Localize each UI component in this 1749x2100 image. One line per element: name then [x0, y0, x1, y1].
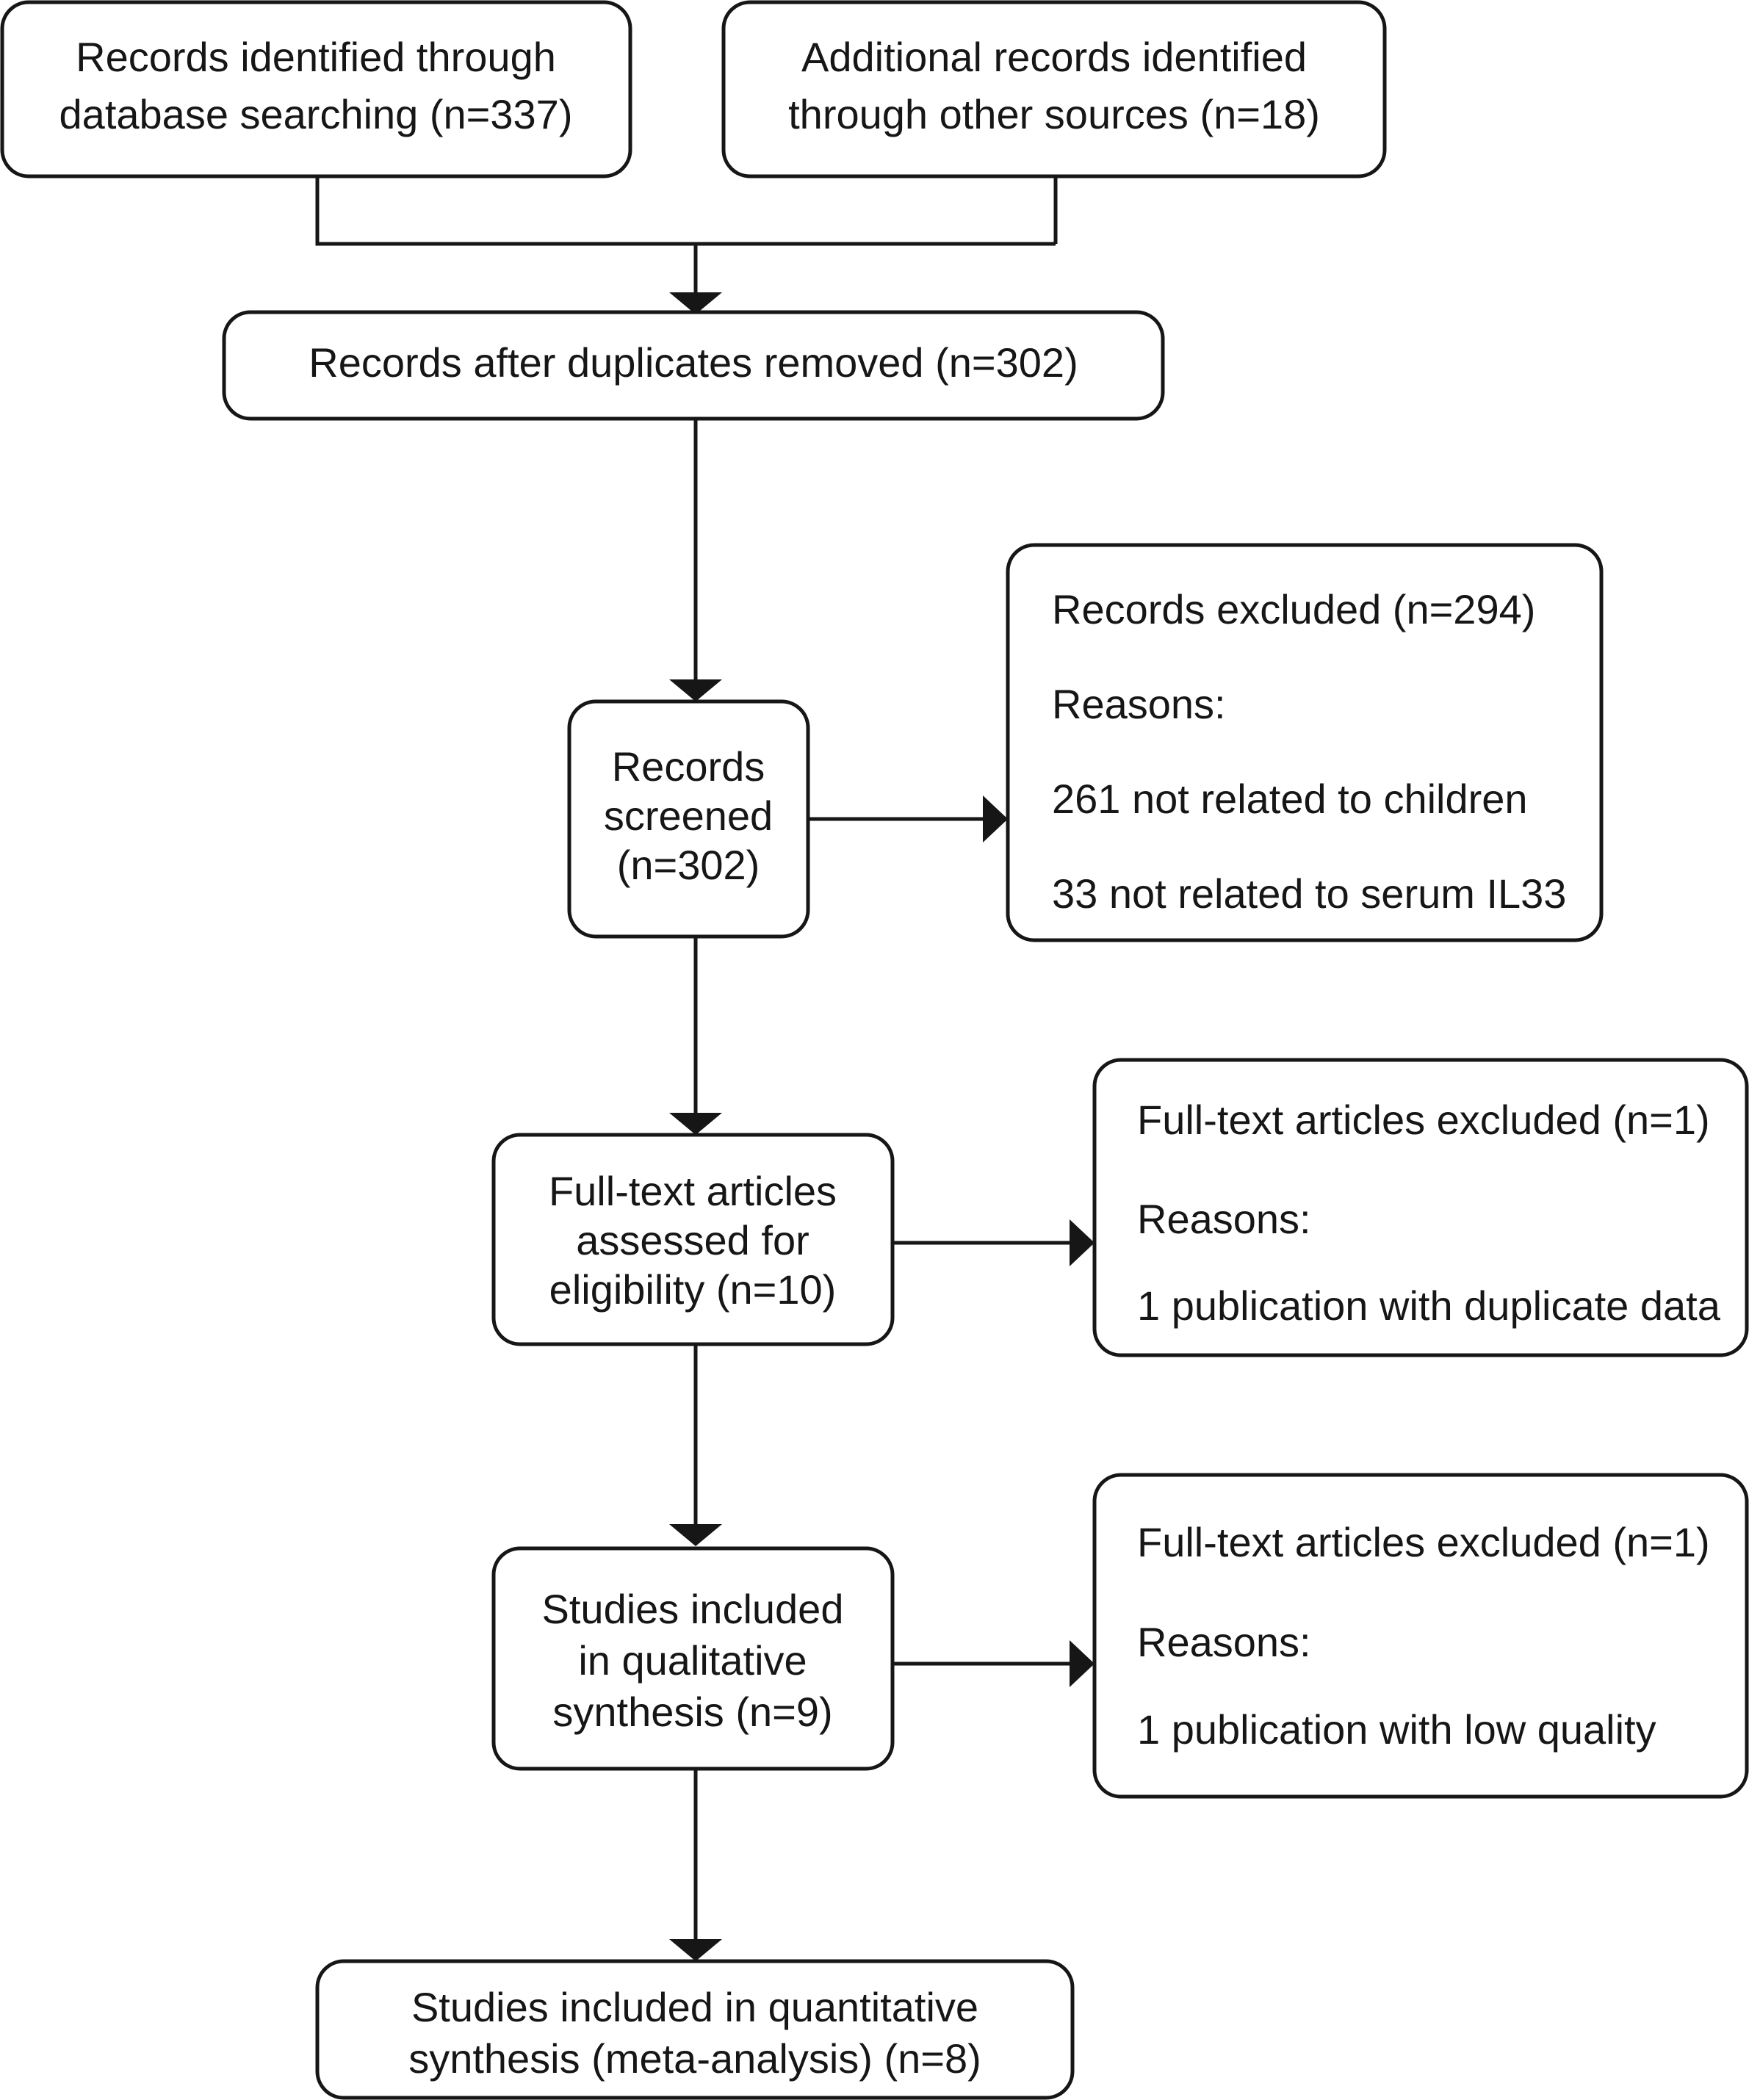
records-screened-line1: Records: [612, 743, 765, 790]
full-text-articles-assessed-line3: eligibility (n=10): [549, 1266, 837, 1313]
studies-included-quantitative-line2: synthesis (meta-analysis) (n=8): [408, 2035, 981, 2082]
records-excluded-line2: Reasons:: [1052, 681, 1226, 727]
node-studies-included-qualitative[interactable]: Studies included in qualitative synthesi…: [491, 1546, 895, 1771]
full-text-excluded-duplicate-line3: 1 publication with duplicate data: [1137, 1282, 1721, 1329]
records-screened-box[interactable]: [567, 699, 810, 939]
studies-included-qualitative-box[interactable]: [491, 1546, 895, 1771]
node-records-identified-database[interactable]: Records identified through database sear…: [0, 0, 632, 178]
records-excluded-box[interactable]: [1006, 543, 1604, 942]
arrowhead-to-fulltext-assessed: [669, 1113, 722, 1135]
full-text-articles-assessed-line2: assessed for: [576, 1217, 809, 1263]
records-identified-database-line2: database searching (n=337): [59, 91, 573, 137]
full-text-excluded-quality-line1: Full-text articles excluded (n=1): [1137, 1519, 1710, 1565]
connector-identified-database-to-merge: [315, 176, 1056, 246]
connector-layer: [315, 176, 1095, 1961]
arrowhead-to-screened: [669, 679, 722, 701]
records-after-duplicates-removed-line1: Records after duplicates removed (n=302): [309, 339, 1078, 386]
records-after-duplicates-removed-box[interactable]: [222, 310, 1165, 421]
records-identified-database-line1: Records identified through: [76, 34, 556, 80]
node-records-screened[interactable]: Records screened (n=302): [567, 699, 810, 939]
node-full-text-articles-assessed[interactable]: Full-text articles assessed for eligibil…: [491, 1133, 895, 1346]
arrowhead-to-quantitative: [669, 1939, 722, 1961]
node-records-identified-other[interactable]: Additional records identified through ot…: [721, 0, 1387, 178]
full-text-excluded-duplicate-line2: Reasons:: [1137, 1196, 1311, 1242]
arrowhead-to-excluded-duplicate: [1070, 1219, 1095, 1266]
full-text-excluded-quality-line2: Reasons:: [1137, 1619, 1311, 1665]
arrowhead-to-qualitative: [669, 1524, 722, 1546]
records-excluded-line3: 261 not related to children: [1052, 776, 1528, 822]
full-text-excluded-duplicate-line1: Full-text articles excluded (n=1): [1137, 1097, 1710, 1143]
studies-included-qualitative-line2: in qualitative: [578, 1637, 807, 1684]
studies-included-quantitative-box[interactable]: [315, 1959, 1075, 2100]
arrowhead-to-records-excluded: [983, 795, 1008, 842]
records-identified-other-box[interactable]: [721, 0, 1387, 178]
node-full-text-excluded-quality[interactable]: Full-text articles excluded (n=1) Reason…: [1092, 1473, 1749, 1799]
studies-included-qualitative-line3: synthesis (n=9): [552, 1689, 832, 1735]
full-text-excluded-quality-line3: 1 publication with low quality: [1137, 1706, 1656, 1753]
records-excluded-line4: 33 not related to serum IL33: [1052, 870, 1566, 917]
arrowhead-to-excluded-quality: [1070, 1640, 1095, 1687]
node-studies-included-quantitative[interactable]: Studies included in quantitative synthes…: [315, 1959, 1075, 2100]
arrowhead-to-duplicates: [669, 292, 722, 314]
records-excluded-line1: Records excluded (n=294): [1052, 586, 1535, 632]
records-identified-database-box[interactable]: [0, 0, 632, 178]
full-text-excluded-duplicate-box[interactable]: [1092, 1058, 1749, 1357]
full-text-articles-assessed-box[interactable]: [491, 1133, 895, 1346]
node-full-text-excluded-duplicate[interactable]: Full-text articles excluded (n=1) Reason…: [1092, 1058, 1749, 1357]
node-records-after-duplicates-removed[interactable]: Records after duplicates removed (n=302): [222, 310, 1165, 421]
studies-included-quantitative-line1: Studies included in quantitative: [411, 1984, 978, 2030]
studies-included-qualitative-line1: Studies included: [542, 1586, 844, 1632]
full-text-excluded-quality-box[interactable]: [1092, 1473, 1749, 1799]
records-screened-line3: (n=302): [617, 842, 760, 888]
node-records-excluded[interactable]: Records excluded (n=294) Reasons: 261 no…: [1006, 543, 1604, 942]
records-identified-other-line2: through other sources (n=18): [788, 91, 1320, 137]
records-identified-other-line1: Additional records identified: [801, 34, 1307, 80]
records-screened-line2: screened: [604, 793, 773, 839]
full-text-articles-assessed-line1: Full-text articles: [549, 1168, 837, 1214]
